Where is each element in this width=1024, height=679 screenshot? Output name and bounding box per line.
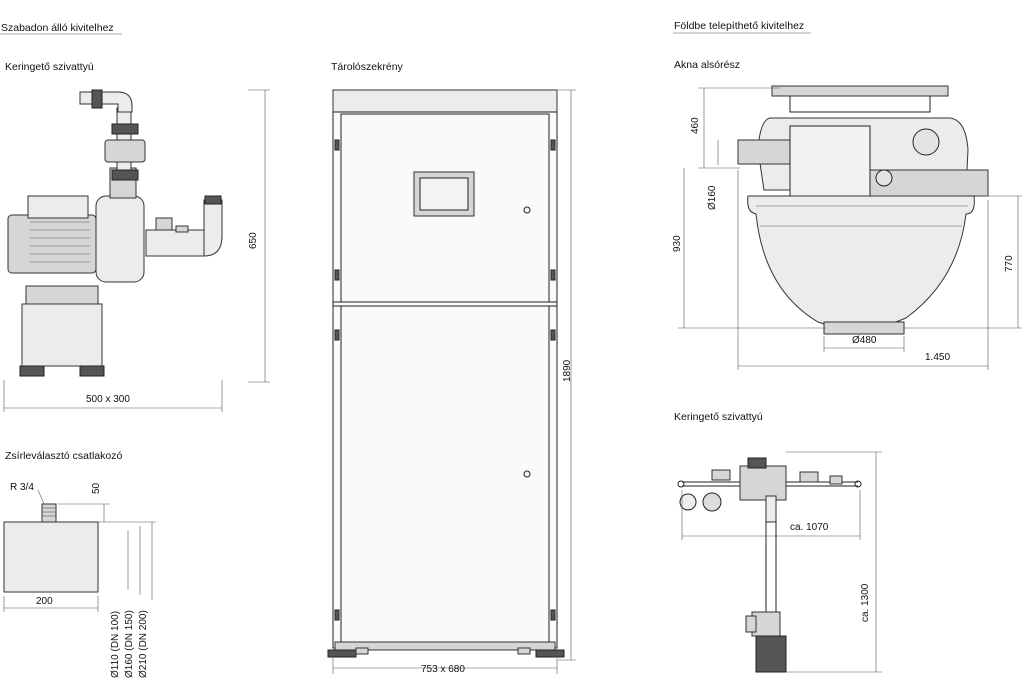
dim-pump2-width: ca. 1070 xyxy=(790,522,829,533)
dim-cabinet-height: 1890 xyxy=(562,359,573,382)
dim-shaft-d480: Ø480 xyxy=(852,335,877,346)
dim-conn-d110: Ø110 (DN 100) xyxy=(110,610,121,678)
dim-pump-height: 650 xyxy=(248,232,259,249)
dim-shaft-770: 770 xyxy=(1004,255,1015,272)
title-pump2: Keringető szivattyú xyxy=(674,411,763,423)
title-pump: Keringető szivattyú xyxy=(5,61,94,73)
shaft-drawing xyxy=(678,85,1022,370)
title-shaft: Akna alsórész xyxy=(674,59,740,71)
dim-pump-base: 500 x 300 xyxy=(86,394,130,405)
dim-shaft-width: 1.450 xyxy=(925,352,951,363)
dim-conn-50: 50 xyxy=(91,482,102,494)
dim-conn-200: 200 xyxy=(36,596,53,607)
pump-drawing xyxy=(3,89,270,412)
dim-conn-d160: Ø160 (DN 150) xyxy=(124,610,135,678)
pump2-drawing xyxy=(677,451,882,673)
dim-pump2-height: ca. 1300 xyxy=(860,583,871,622)
section-underground: Földbe telepíthető kivitelhez xyxy=(674,20,805,32)
section-freestanding: Szabadon álló kivitelhez xyxy=(1,22,114,34)
dim-conn-d210: Ø210 (DN 200) xyxy=(138,610,149,678)
title-cabinet: Tárolószekrény xyxy=(331,61,403,73)
dim-shaft-d160: Ø160 xyxy=(707,185,718,210)
dim-shaft-930: 930 xyxy=(672,235,683,252)
connector-drawing xyxy=(3,489,156,612)
cabinet-drawing xyxy=(327,89,576,674)
dim-shaft-460: 460 xyxy=(690,117,701,134)
dim-cabinet-base: 753 x 680 xyxy=(421,664,465,675)
title-connector: Zsírleválasztó csatlakozó xyxy=(5,450,123,462)
dim-conn-thread: R 3/4 xyxy=(10,482,34,493)
